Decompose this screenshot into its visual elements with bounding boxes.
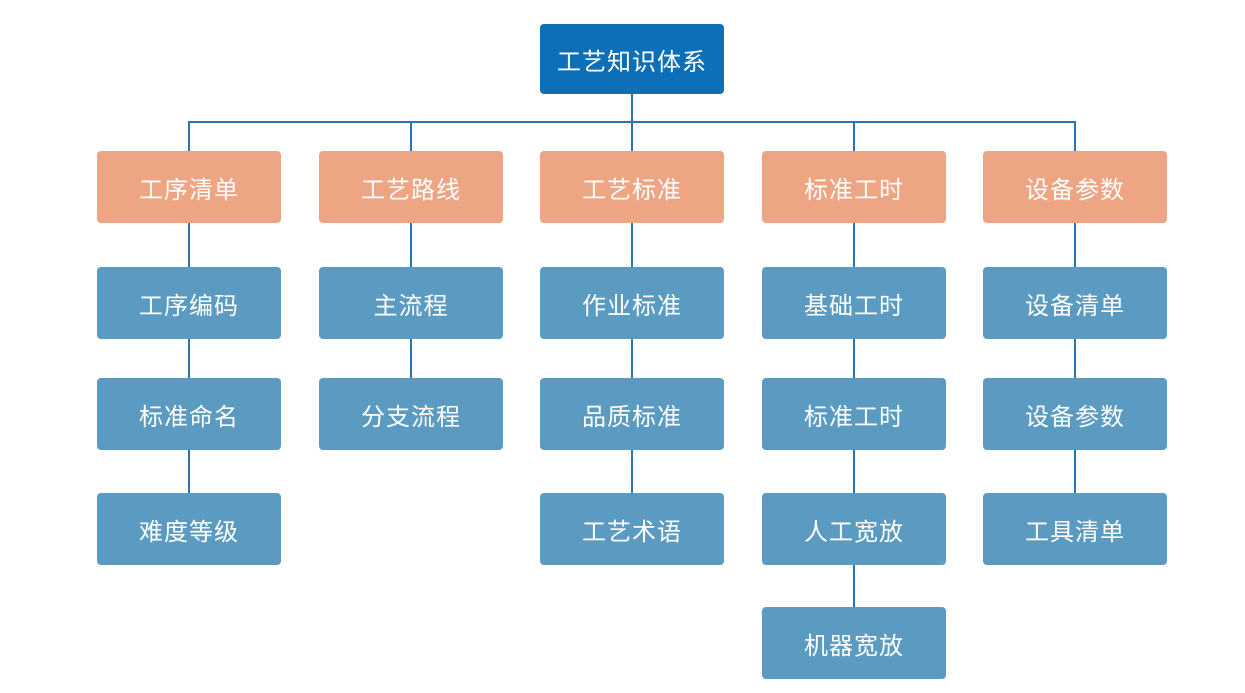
connector-bus-to-category <box>1074 122 1076 151</box>
category-node: 标准工时 <box>762 151 946 223</box>
leaf-node: 标准工时 <box>762 378 946 450</box>
category-node: 工艺标准 <box>540 151 724 223</box>
connector-vertical <box>853 565 855 607</box>
category-node: 设备参数 <box>983 151 1167 223</box>
leaf-node: 设备清单 <box>983 267 1167 339</box>
leaf-node: 机器宽放 <box>762 607 946 679</box>
leaf-node: 品质标准 <box>540 378 724 450</box>
leaf-node: 工艺术语 <box>540 493 724 565</box>
connector-vertical <box>853 223 855 267</box>
category-node: 工艺路线 <box>319 151 503 223</box>
connector-vertical <box>631 339 633 378</box>
connector-vertical <box>1074 339 1076 378</box>
connector-vertical <box>631 223 633 267</box>
leaf-node: 人工宽放 <box>762 493 946 565</box>
connector-vertical <box>1074 450 1076 493</box>
leaf-node: 分支流程 <box>319 378 503 450</box>
connector-bus-to-category <box>188 122 190 151</box>
connector-vertical <box>410 223 412 267</box>
leaf-node: 难度等级 <box>97 493 281 565</box>
leaf-node: 主流程 <box>319 267 503 339</box>
connector-vertical <box>1074 223 1076 267</box>
leaf-node: 基础工时 <box>762 267 946 339</box>
connector-bus-to-category <box>853 122 855 151</box>
connector-vertical <box>188 223 190 267</box>
leaf-node: 标准命名 <box>97 378 281 450</box>
connector-vertical <box>853 339 855 378</box>
leaf-node: 工具清单 <box>983 493 1167 565</box>
connector-bus-to-category <box>631 122 633 151</box>
connector-vertical <box>188 339 190 378</box>
connector-bus <box>188 121 1076 123</box>
leaf-node: 工序编码 <box>97 267 281 339</box>
leaf-node: 作业标准 <box>540 267 724 339</box>
leaf-node: 设备参数 <box>983 378 1167 450</box>
connector-vertical <box>410 339 412 378</box>
connector-vertical <box>631 450 633 493</box>
root-node: 工艺知识体系 <box>540 24 724 94</box>
connector-vertical <box>853 450 855 493</box>
connector-root-to-bus <box>631 94 633 122</box>
connector-bus-to-category <box>410 122 412 151</box>
connector-vertical <box>188 450 190 493</box>
category-node: 工序清单 <box>97 151 281 223</box>
